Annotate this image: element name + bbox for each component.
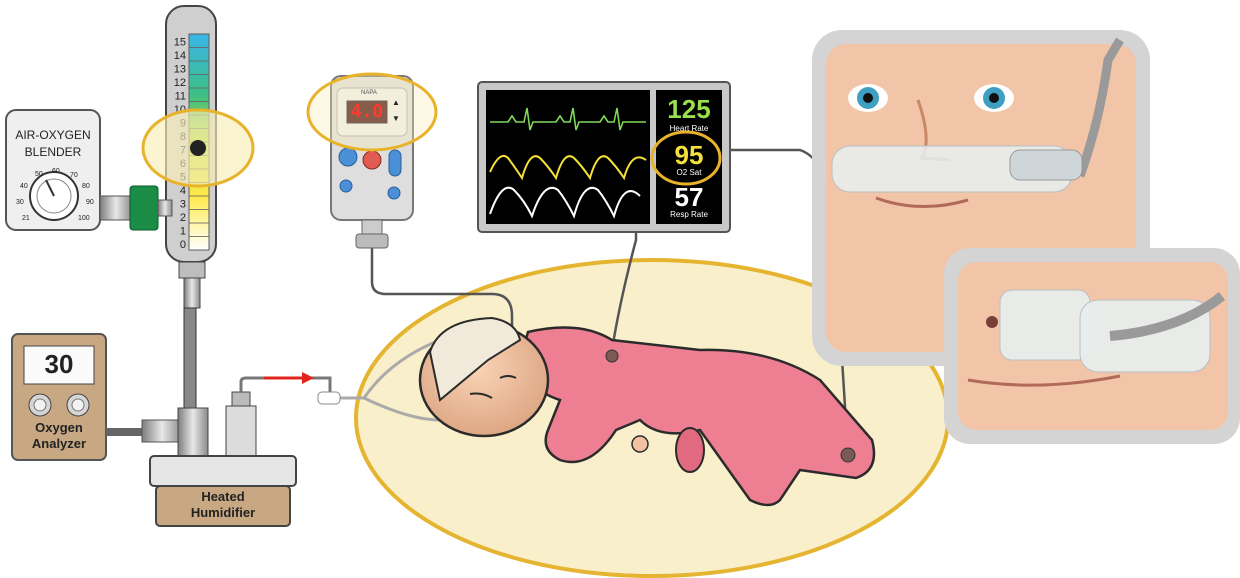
- blender-dial-100: 100: [78, 215, 90, 222]
- flowmeter-scale-label: 3: [180, 199, 186, 211]
- blender-dial-90: 90: [86, 199, 94, 206]
- blender-dial-60: 60: [52, 168, 60, 175]
- o2-sat-value: 95: [657, 142, 721, 168]
- blender-dial-50: 50: [35, 171, 43, 178]
- oxygen-analyzer-label-line2: Analyzer: [12, 436, 106, 451]
- flowmeter-scale-label: 13: [174, 64, 186, 76]
- flow-controller-down-icon: ▼: [392, 114, 400, 123]
- flow-controller-display: 4.0: [348, 101, 386, 122]
- flowmeter-ball: [190, 140, 206, 156]
- blender-dial-21: 21: [22, 215, 30, 222]
- blender-dial-30: 30: [16, 199, 24, 206]
- resp-rate-label: Resp Rate: [657, 210, 721, 219]
- blender-dial-40: 40: [20, 183, 28, 190]
- humidifier-label-line2: Humidifier: [156, 505, 290, 520]
- flowmeter-scale-label: 1: [180, 226, 186, 238]
- blender-dial-70: 70: [70, 172, 78, 179]
- flow-controller-brand: NAPA: [361, 90, 377, 96]
- flowmeter-scale-label: 2: [180, 212, 186, 224]
- flow-controller-up-icon: ▲: [392, 98, 400, 107]
- flowmeter-scale-label: 15: [174, 37, 186, 49]
- flowmeter-scale-label: 4: [180, 185, 186, 197]
- oxygen-analyzer-label-line1: Oxygen: [12, 420, 106, 435]
- blender-title-line2: BLENDER: [10, 145, 96, 159]
- cannula-connector: [318, 392, 340, 404]
- humidifier-label-line1: Heated: [156, 489, 290, 504]
- flowmeter-scale-label: 11: [175, 91, 186, 103]
- flow-arrow: [264, 372, 314, 384]
- flowmeter-scale-label: 0: [180, 239, 186, 251]
- flowmeter-scale-label: 12: [174, 77, 186, 89]
- o2-sat-label: O2 Sat: [657, 168, 721, 177]
- blender-dial-80: 80: [82, 183, 90, 190]
- heart-rate-value: 125: [657, 96, 721, 122]
- flowmeter-scale-label: 14: [174, 50, 186, 62]
- heart-rate-label: Heart Rate: [657, 124, 721, 133]
- blender-title-line1: AIR-OXYGEN: [10, 128, 96, 142]
- resp-rate-value: 57: [657, 184, 721, 210]
- photo-panel-small: [944, 248, 1240, 444]
- oxygen-analyzer-value: 30: [24, 349, 94, 380]
